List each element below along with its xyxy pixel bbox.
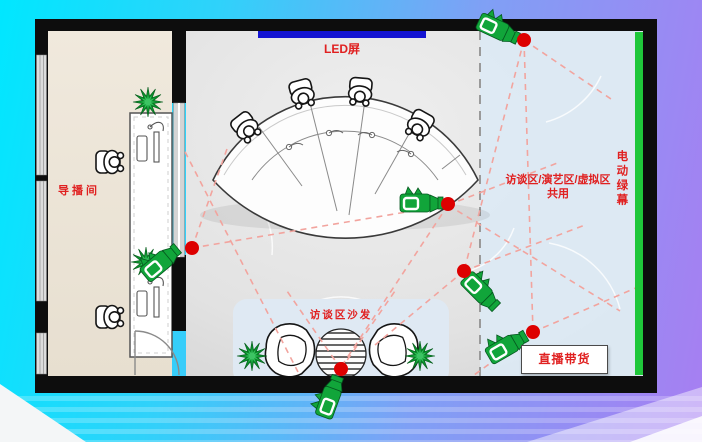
glass-partition xyxy=(173,102,185,258)
person-icon xyxy=(95,304,125,330)
virtual-zone-area xyxy=(480,31,643,376)
camera-position-dot xyxy=(185,241,199,255)
wall-top xyxy=(35,19,657,31)
camera-position-dot xyxy=(334,362,348,376)
desk-microphones xyxy=(285,129,415,158)
shared-zone-label-line2: 共用 xyxy=(547,187,569,200)
camera-position-dot xyxy=(457,264,471,278)
person-icon xyxy=(95,149,125,175)
person-icon xyxy=(346,76,374,108)
window-left xyxy=(36,54,47,375)
camera-position-dots xyxy=(185,33,540,376)
director-desk xyxy=(129,112,173,358)
camera-position-dot xyxy=(441,197,455,211)
wall-right xyxy=(643,19,657,393)
shared-zone-label: 访谈区/演艺区/虚拟区 共用 xyxy=(486,174,630,202)
wall-bottom xyxy=(35,376,657,393)
background-stripes xyxy=(0,396,702,442)
sofa-area-label: 访谈区沙发 xyxy=(309,309,373,321)
director-room-label: 导播间 xyxy=(58,185,100,197)
windows xyxy=(36,54,185,375)
door-arc xyxy=(134,330,180,376)
camera-position-dot xyxy=(526,325,540,339)
shared-zone-label-line1: 访谈区/演艺区/虚拟区 xyxy=(505,174,611,186)
led-screen-label: LED屏 xyxy=(323,42,360,56)
wall-interior-top xyxy=(172,31,186,103)
sofa-area xyxy=(233,299,449,385)
green-screen-label: 电动绿幕 xyxy=(615,150,628,208)
camera-sight-lines xyxy=(179,39,639,379)
green-screen-bar xyxy=(635,32,643,375)
wall-interior-bottom xyxy=(172,255,186,331)
live-commerce-sign: 直播带货 xyxy=(521,345,608,374)
camera-position-dot xyxy=(517,33,531,47)
led-screen-bar xyxy=(258,31,426,38)
